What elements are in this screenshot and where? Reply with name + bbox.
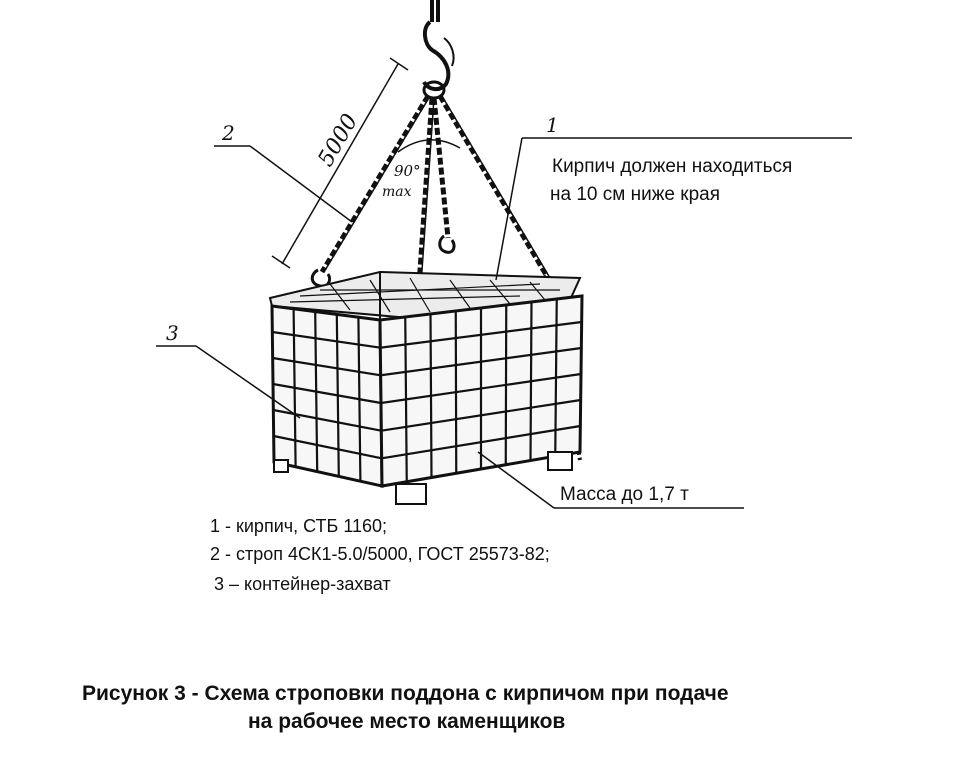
container-grab xyxy=(268,270,584,505)
callout-1: 1 xyxy=(546,113,559,137)
legend-item-2: 2 - строп 4СК1-5.0/5000, ГОСТ 25573-82; xyxy=(210,544,550,564)
angle-qualifier: max xyxy=(382,184,412,200)
mass-label: Масса до 1,7 т xyxy=(560,484,689,505)
legend-item-3: 3 – контейнер-захват xyxy=(214,574,391,594)
callout-2: 2 xyxy=(221,121,235,145)
legend-item-1: 1 - кирпич, СТБ 1160; xyxy=(210,516,387,536)
leader-lines xyxy=(156,137,852,509)
figure-caption-line-2: на рабочее место каменщиков xyxy=(248,710,565,733)
dimension-label: 5000 xyxy=(314,110,364,171)
note-line-2: на 10 см ниже края xyxy=(550,184,720,205)
crane-hook xyxy=(422,0,455,100)
figure-caption-line-1: Рисунок 3 - Схема строповки поддона с ки… xyxy=(82,682,729,705)
angle-arc xyxy=(397,139,461,153)
callout-3: 3 xyxy=(166,321,179,345)
note-line-1: Кирпич должен находиться xyxy=(552,156,792,177)
angle-value: 90° xyxy=(394,162,421,180)
dimension-line xyxy=(271,57,409,269)
